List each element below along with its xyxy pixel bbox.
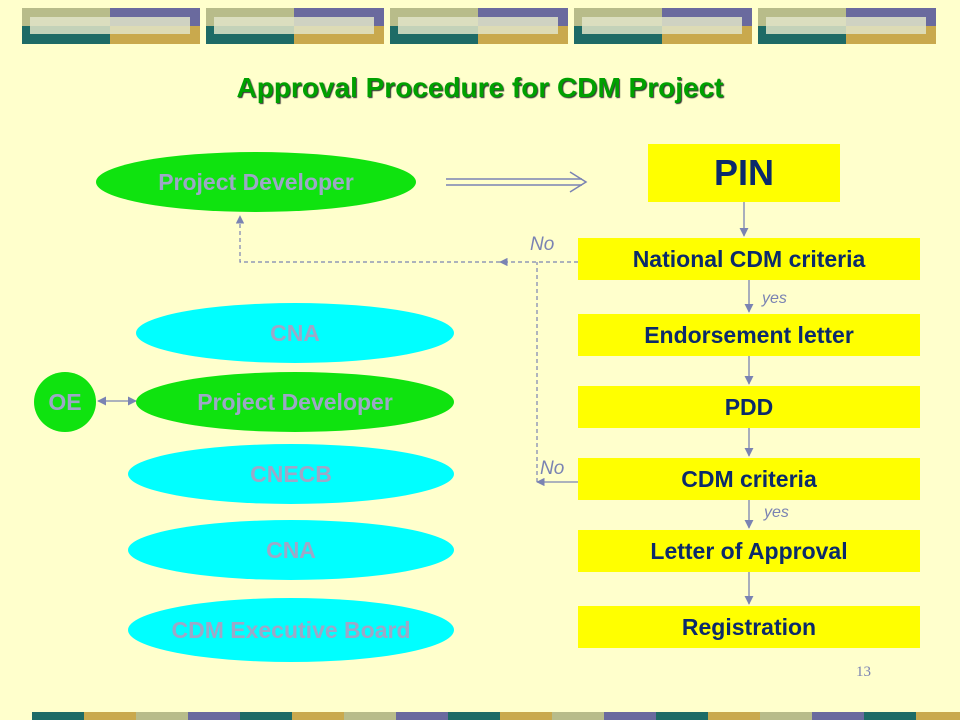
decorative-tile (864, 712, 916, 720)
cna-oval: CNA (128, 520, 454, 580)
page-number: 13 (856, 664, 871, 680)
yes-label: yes (762, 290, 787, 307)
decorative-tile (32, 712, 84, 720)
letter-of-approval-box: Letter of Approval (578, 530, 920, 572)
decorative-tile (390, 8, 568, 44)
cdm-executive-board-oval: CDM Executive Board (128, 598, 454, 662)
registration-box: Registration (578, 606, 920, 648)
oe-oval: OE (34, 372, 96, 432)
decorative-footer-band (0, 706, 960, 720)
decorative-tile (22, 8, 200, 44)
project-developer-oval: Project Developer (96, 152, 416, 212)
national-criteria-box: National CDM criteria (578, 238, 920, 280)
decorative-tile (240, 712, 292, 720)
decorative-tile (656, 712, 708, 720)
decorative-tile (708, 712, 760, 720)
decorative-header-band (0, 0, 960, 52)
pdd-box: PDD (578, 386, 920, 428)
decorative-tile (758, 8, 936, 44)
decorative-tile (604, 712, 656, 720)
decorative-tile (552, 712, 604, 720)
decorative-tile (916, 712, 960, 720)
cdm-criteria-feedback-path (536, 262, 578, 487)
pin-box: PIN (648, 144, 840, 202)
rejection-feedback-path (235, 215, 578, 267)
endorsement-letter-box: Endorsement letter (578, 314, 920, 356)
decorative-tile (206, 8, 384, 44)
cdm-criteria-box: CDM criteria (578, 458, 920, 500)
project-developer-oval: Project Developer (136, 372, 454, 432)
no-label: No (530, 234, 555, 255)
decorative-tile (448, 712, 500, 720)
yes-label: yes (764, 504, 789, 521)
cnecb-oval: CNECB (128, 444, 454, 504)
decorative-tile (396, 712, 448, 720)
cna-oval: CNA (136, 303, 454, 363)
decorative-tile (760, 712, 812, 720)
slide-title: Approval Procedure for CDM Project (236, 72, 724, 103)
developer-to-pin-arrow (446, 171, 588, 193)
decorative-tile (344, 712, 396, 720)
decorative-tile (574, 8, 752, 44)
decorative-tile (500, 712, 552, 720)
decorative-tile (812, 712, 864, 720)
decorative-tile (84, 712, 136, 720)
no-label: No (540, 458, 565, 479)
decorative-tile (188, 712, 240, 720)
decorative-tile (292, 712, 344, 720)
decorative-tile (136, 712, 188, 720)
